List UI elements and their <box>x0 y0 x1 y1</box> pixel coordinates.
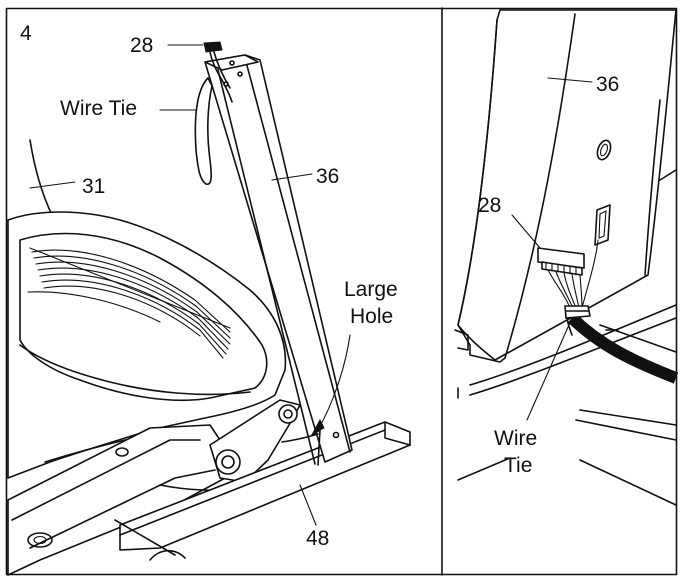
leader-36 <box>271 173 313 181</box>
label-tie-right: Tie <box>504 454 532 477</box>
leader-36-right <box>547 77 593 83</box>
hood-grille <box>27 247 231 359</box>
label-part-36-right: 36 <box>596 73 619 96</box>
leader-31 <box>29 181 76 189</box>
wire-into-hole <box>281 433 319 443</box>
rail-hole <box>27 532 53 548</box>
label-large: Large <box>344 278 398 301</box>
left-panel-illustration <box>7 41 411 576</box>
label-part-48: 48 <box>306 527 329 550</box>
wire-tie-closeup <box>564 305 591 319</box>
wire-slot <box>594 204 611 246</box>
label-part-36: 36 <box>316 165 339 188</box>
rail-screw <box>115 447 129 457</box>
step-number: 4 <box>20 22 32 45</box>
wire-tie-loop <box>194 77 213 185</box>
leader-large-hole <box>317 334 351 431</box>
pivot-bolt <box>215 449 241 475</box>
label-part-28-right: 28 <box>478 194 501 217</box>
leader-28-right <box>511 214 541 249</box>
upright-31-outline <box>29 139 53 216</box>
label-wire-right: Wire <box>494 427 537 450</box>
upright-hole <box>596 139 612 161</box>
connector-28 <box>203 41 223 53</box>
label-part-28: 28 <box>130 34 153 57</box>
label-part-31: 31 <box>82 175 105 198</box>
side-rail <box>7 424 241 576</box>
figure-frame <box>5 7 678 576</box>
label-hole: Hole <box>350 305 393 328</box>
leader-wire-tie-right <box>526 317 573 421</box>
large-hole-dot <box>332 431 340 439</box>
right-panel-illustration <box>454 9 679 506</box>
leader-48 <box>299 484 317 526</box>
wire-bundle <box>567 313 679 384</box>
pivot-bolt-upper <box>278 404 298 424</box>
label-wire-tie: Wire Tie <box>60 97 137 120</box>
